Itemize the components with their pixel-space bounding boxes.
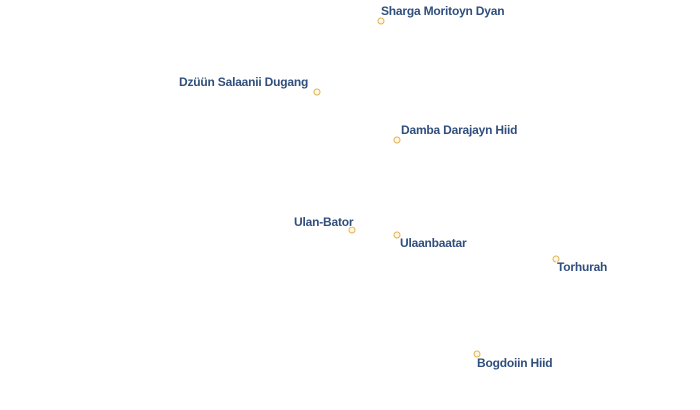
place-label: Torhurah <box>557 260 608 274</box>
place-label: Sharga Moritoyn Dyan <box>381 4 505 18</box>
place-dot-icon <box>552 255 560 263</box>
place-dot-icon <box>313 88 321 96</box>
place-label: Ulan-Bator <box>294 215 354 229</box>
place-dot-icon <box>377 17 385 25</box>
place-label: Dzüün Salaanii Dugang <box>179 75 309 89</box>
place-dot-icon <box>473 350 481 358</box>
place-label: Bogdoiin Hiid <box>477 356 553 370</box>
place-label: Damba Darajayn Hiid <box>401 123 518 137</box>
place-dot-icon <box>393 136 401 144</box>
place-label: Ulaanbaatar <box>400 236 467 250</box>
place-dot-icon <box>348 226 356 234</box>
place-dot-icon <box>393 231 401 239</box>
